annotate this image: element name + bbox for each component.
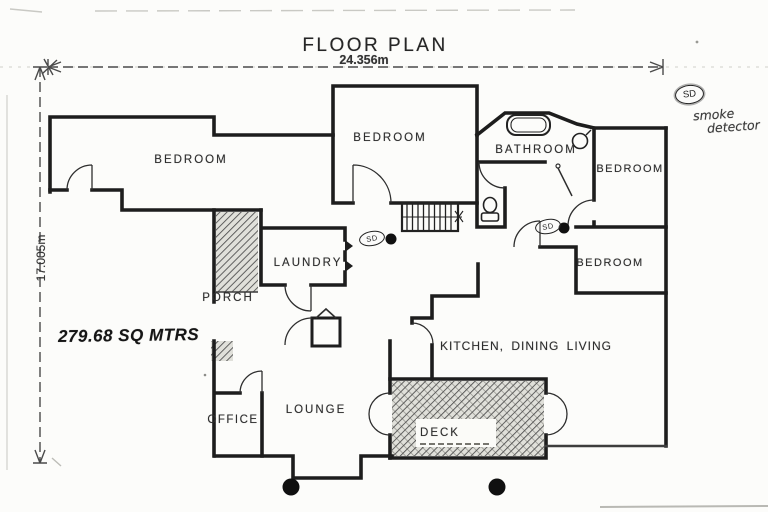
deck-walls <box>388 377 548 460</box>
smoke-detector-dot <box>558 222 570 234</box>
door-arc <box>368 392 391 436</box>
dimension-lines <box>0 58 768 464</box>
porch-pier-hatch <box>211 341 233 361</box>
width-dimension-label: 24.356m <box>339 53 389 67</box>
door-arc <box>478 161 506 189</box>
laundry-walls <box>259 208 347 287</box>
room-label-bedroom-middle: BEDROOM <box>353 132 427 144</box>
bedroom-top-right-walls <box>574 126 668 229</box>
room-label-office: OFFICE <box>207 414 259 426</box>
room-label-kitchen: KITCHEN, DINING LIVING <box>439 339 613 353</box>
stairs-icon <box>400 201 464 233</box>
closet-door-line <box>557 167 573 197</box>
wc-walls <box>475 133 547 229</box>
room-label-bedroom-left: BEDROOM <box>154 154 228 166</box>
bedroom-middle-walls <box>331 84 479 205</box>
porch-hatch <box>216 212 258 292</box>
bedroom-left-south-wall <box>48 188 263 212</box>
office-walls <box>213 391 264 458</box>
bedroom-right-walls <box>538 245 668 295</box>
door-arc <box>284 317 313 346</box>
door-arc <box>545 392 568 436</box>
south-stepped-wall <box>213 454 394 480</box>
door-arc <box>284 284 312 312</box>
room-label-porch: PORCH <box>202 292 254 304</box>
door-arc <box>513 220 541 248</box>
kitchen-west-walls <box>410 262 480 381</box>
scan-artifacts <box>6 8 768 508</box>
door-arc <box>239 370 263 394</box>
toilet-icon <box>480 196 500 222</box>
door-swings <box>66 161 595 436</box>
bathroom-bay-wall <box>474 111 597 138</box>
room-label-lounge: LOUNGE <box>285 404 347 416</box>
door-arc <box>411 322 434 345</box>
height-dimension-label: 17.005m <box>34 234 48 282</box>
deck-hatch <box>392 381 544 456</box>
closet-marker <box>315 307 337 319</box>
door-arc <box>66 164 93 191</box>
room-label-bedroom-top-right: BEDROOM <box>596 163 664 175</box>
entry-dot <box>488 478 506 496</box>
exterior-wall-top-left-wing <box>48 115 335 194</box>
smoke-detector-dot <box>385 233 397 245</box>
room-label-bathroom: BATHROOM <box>495 144 577 156</box>
door-arc <box>352 164 392 204</box>
door-triangle <box>345 260 353 272</box>
hatched-areas <box>211 212 544 456</box>
page-title: FLOOR PLAN <box>302 35 448 56</box>
area-label: 279.68 SQ MTRS <box>57 325 200 346</box>
hall-closet <box>310 316 342 348</box>
door-arc <box>567 199 595 227</box>
room-label-bedroom-right: BEDROOM <box>576 257 644 269</box>
fixtures <box>480 114 592 222</box>
bathtub-icon <box>506 114 551 136</box>
room-label-laundry: LAUNDRY <box>273 257 343 269</box>
sink-icon <box>571 129 592 150</box>
dots <box>282 222 570 496</box>
entry-dot <box>282 478 300 496</box>
room-label-deck: DECK <box>420 427 460 439</box>
door-triangle <box>345 240 353 252</box>
